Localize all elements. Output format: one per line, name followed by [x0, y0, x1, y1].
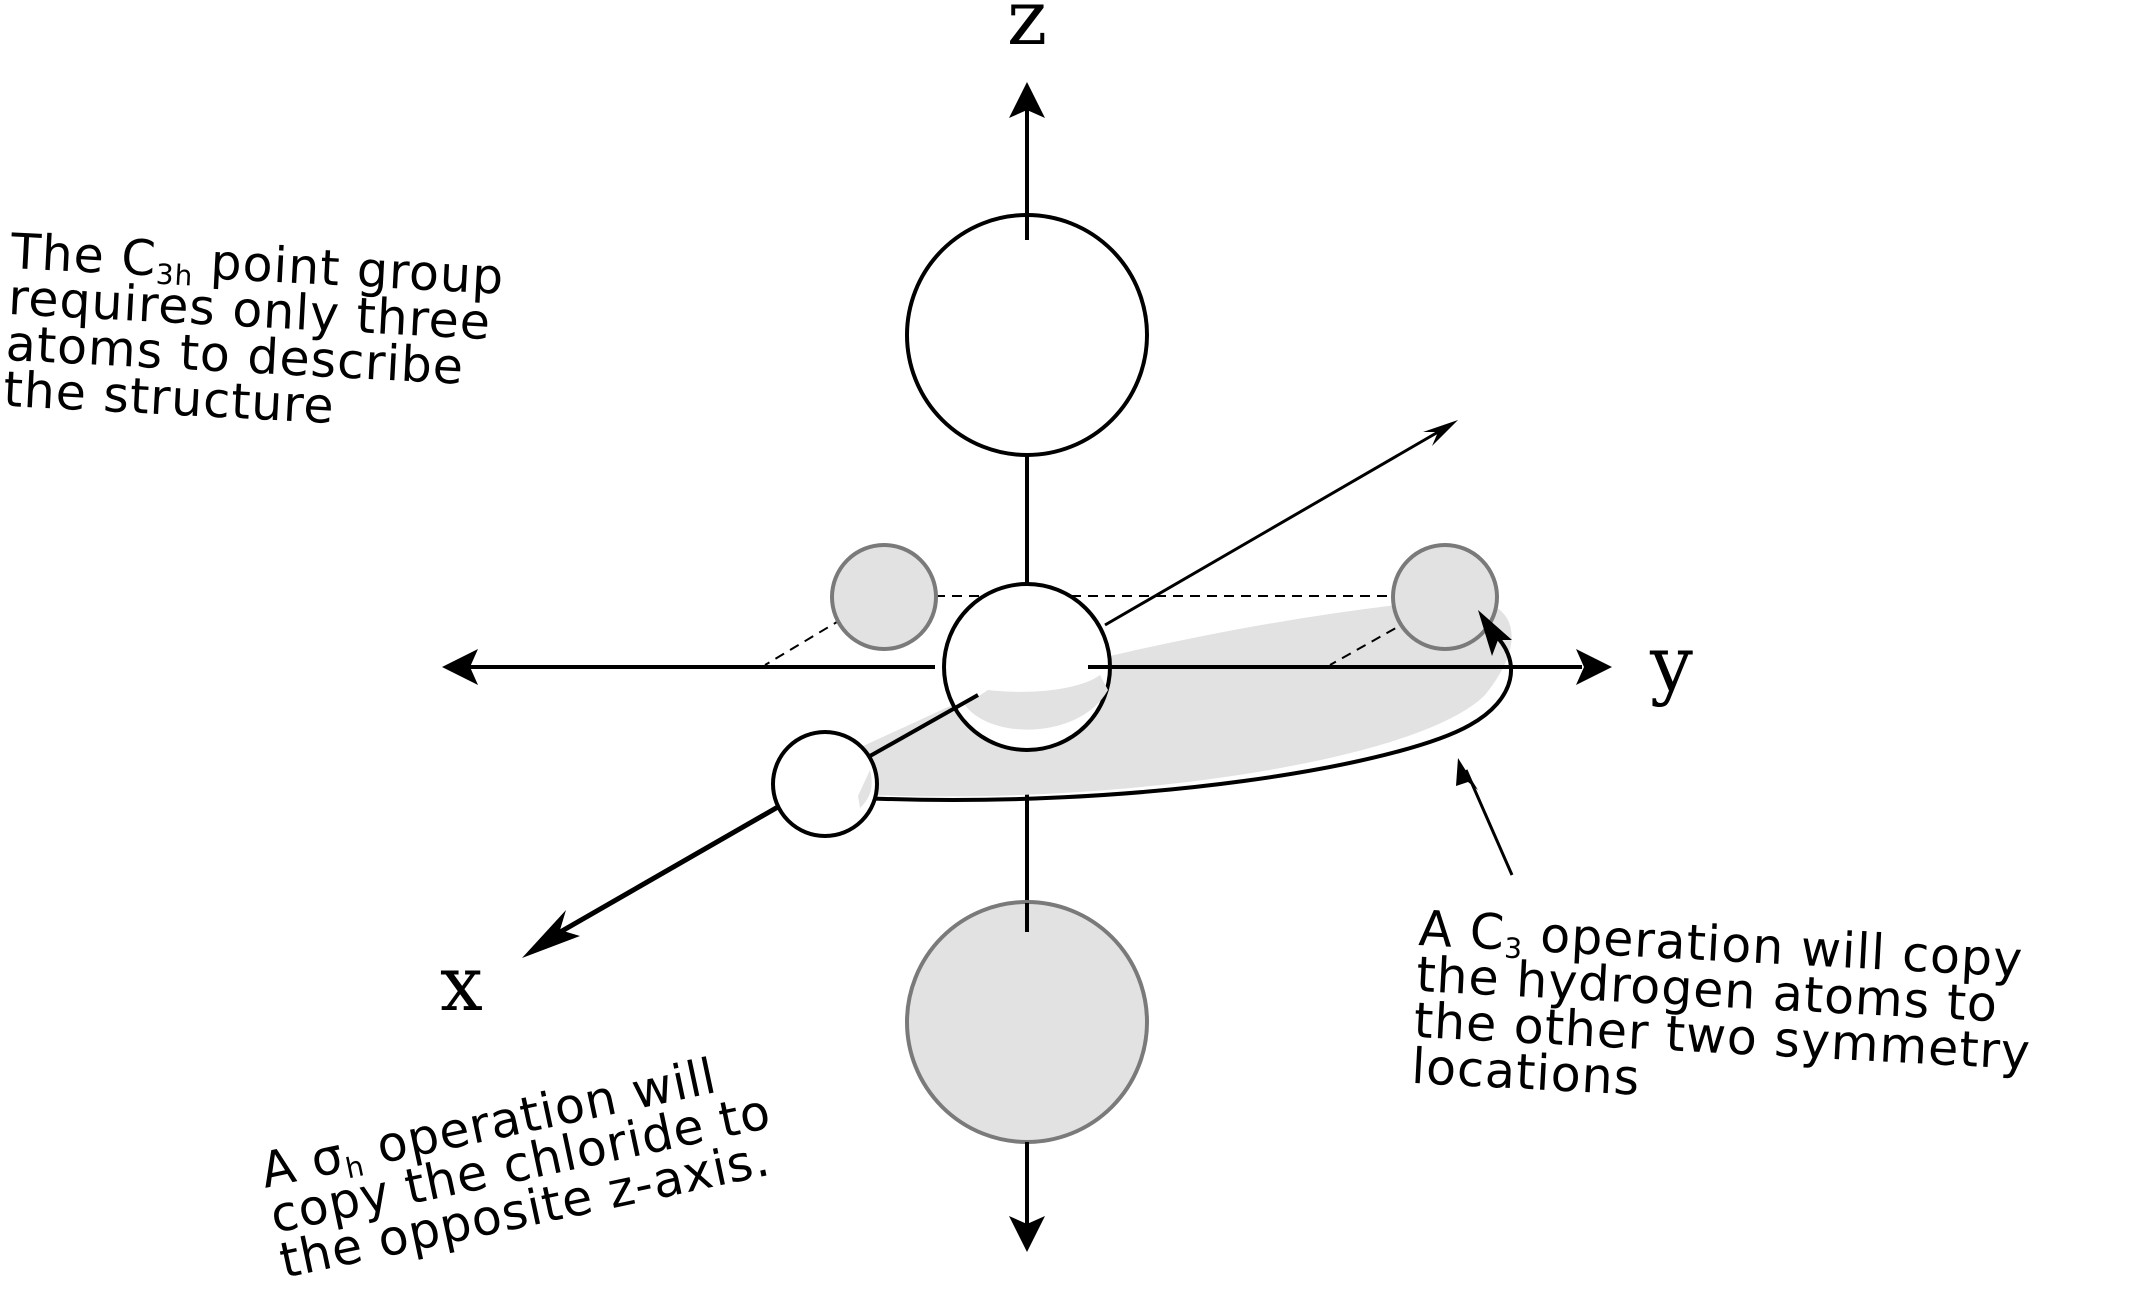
z-axis-down-arrowhead — [1009, 1216, 1045, 1252]
x-axis-back — [1104, 426, 1446, 627]
x-axis-back-arrowhead — [1423, 420, 1458, 446]
c3-note-line4: locations — [1410, 1038, 1642, 1107]
hydrogen-atom-left-ghost — [830, 543, 938, 651]
hydrogen-atom-front — [771, 730, 879, 838]
y-axis-left-arrowhead — [442, 649, 478, 685]
y-axis-label: y — [1649, 619, 1693, 708]
x-axis-label: x — [440, 939, 483, 1028]
z-axis-label: z — [1007, 0, 1047, 62]
z-axis-up-arrowhead — [1009, 82, 1045, 118]
plane-outline — [859, 628, 1514, 802]
y-axis-right-arrowhead — [1576, 649, 1612, 685]
c3-note-pointer — [1464, 769, 1514, 876]
chloride-atom-top — [905, 213, 1149, 457]
x-axis-front — [553, 797, 792, 938]
dashed-line-right — [1329, 619, 1411, 666]
c3-note: A C3 operation will copy the hydrogen at… — [1410, 900, 2032, 1107]
chloride-atom-bottom-ghost — [905, 900, 1149, 1144]
c3-note-pointer-arrowhead — [1456, 758, 1478, 790]
c3h-note: The C3h point group requires only three … — [2, 223, 505, 435]
horizontal-plane — [798, 598, 1512, 797]
x-axis-front-inner — [869, 693, 979, 758]
c3-rotation-arrowhead — [1478, 610, 1512, 656]
central-atom-plane-shade — [965, 675, 1108, 730]
x-axis-front-arrowhead — [522, 910, 580, 958]
sigma-h-note: A σh operation will copy the chloride to… — [256, 1047, 776, 1289]
hydrogen-atom-right-ghost — [1391, 543, 1499, 651]
hydrogen-front-plane-shade — [858, 770, 872, 808]
